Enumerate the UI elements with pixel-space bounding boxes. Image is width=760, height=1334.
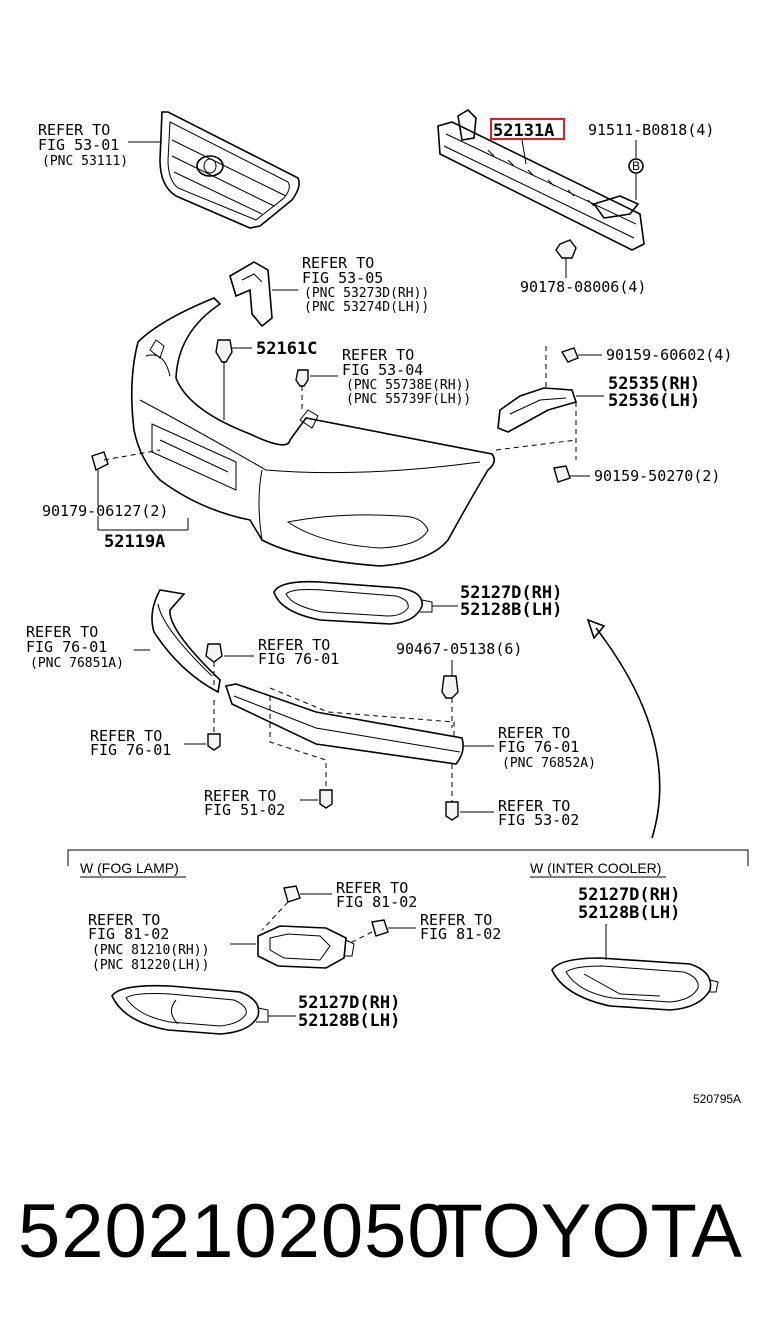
bezel-rh-2-label: 52127D(RH) — [298, 993, 400, 1013]
grille-ref-line3: (PNC 53111) — [42, 154, 128, 169]
support-ref-line4: (PNC 55739F(LH)) — [346, 392, 471, 407]
bracket-ref-line4: (PNC 53274D(LH)) — [304, 300, 429, 315]
screw-icon — [207, 700, 221, 751]
radiator-grille — [159, 111, 300, 229]
section-divider — [67, 849, 749, 866]
clip-05138-label: 90467-05138(6) — [396, 640, 522, 658]
spoiler-left — [151, 589, 221, 694]
grille-ref-line1: REFER TO — [38, 121, 110, 139]
screw-icon — [261, 885, 301, 931]
bracket-ref-line1: REFER TO — [302, 254, 374, 272]
spoiler-ref-r-line2: FIG 76-01 — [498, 738, 579, 756]
ref-5302-line2: FIG 53-02 — [498, 811, 579, 829]
bumper-cover — [130, 297, 496, 567]
clip-icon — [441, 675, 459, 728]
spoiler-ref-r-line1: REFER TO — [498, 724, 570, 742]
grille-ref-line2: FIG 53-01 — [38, 136, 119, 154]
bezel-rh-1-label: 52127D(RH) — [460, 583, 562, 603]
nut-top-label: 90178-08006(4) — [520, 278, 646, 296]
ref-8102-b-line1: REFER TO — [420, 911, 492, 929]
bumper-bracket — [229, 261, 273, 328]
intercooler-cover — [551, 957, 719, 1011]
fog-lamp — [257, 925, 355, 969]
screw-icon — [553, 465, 590, 483]
support-ref-line2: FIG 53-04 — [342, 361, 423, 379]
support-ref-line3: (PNC 55738E(RH)) — [346, 378, 471, 393]
dash-link — [269, 687, 455, 736]
bracket-ref-line3: (PNC 53273D(RH)) — [304, 286, 429, 301]
retainer-lh-label: 52536(LH) — [608, 391, 700, 411]
ref-5102-line1: REFER TO — [204, 787, 276, 805]
spoiler-ref-l-line3: (PNC 76851A) — [30, 656, 124, 671]
clip-icon — [205, 643, 223, 690]
bumper-retainer — [497, 387, 578, 433]
drawing-code: 520795A — [693, 1092, 741, 1106]
fog-ref-line3: (PNC 81210(RH)) — [92, 943, 209, 958]
fog-lamp-cover-upper — [273, 580, 433, 625]
fog-lamp-cover-lower — [111, 984, 269, 1035]
arrow-head — [586, 618, 606, 640]
bracket-ref-line2: FIG 53-05 — [302, 269, 383, 287]
spoiler-ref-l-line1: REFER TO — [26, 623, 98, 641]
ref-8102-a-line1: REFER TO — [336, 879, 408, 897]
clip-c-label: 52161C — [256, 339, 317, 359]
screw-60602-label: 90159-60602(4) — [606, 346, 732, 364]
spoiler-center — [224, 683, 464, 765]
ref-7601-a-line2: FIG 76-01 — [258, 650, 339, 668]
bezel-lh-1-label: 52128B(LH) — [460, 600, 562, 620]
ref-8102-a-line2: FIG 81-02 — [336, 893, 417, 911]
retainer-rh-label: 52535(RH) — [608, 374, 700, 394]
arrow-curve — [595, 627, 661, 839]
nut-icon — [555, 239, 577, 259]
bumper-reinforcement — [437, 108, 645, 251]
ref-8102-b-line2: FIG 81-02 — [420, 925, 501, 943]
clip-06127-label: 90179-06127(2) — [42, 502, 168, 520]
bezel-rh-3-label: 52127D(RH) — [578, 885, 680, 905]
ref-7601-b-line2: FIG 76-01 — [90, 741, 171, 759]
fog-ref-line4: (PNC 81220(LH)) — [92, 958, 209, 973]
ref-7601-a-line1: REFER TO — [258, 636, 330, 654]
screw-50270-label: 90159-50270(2) — [594, 467, 720, 485]
section-fog-label: W (FOG LAMP) — [80, 860, 179, 876]
part-highlight-box — [490, 118, 565, 140]
ref-7601-b-line1: REFER TO — [90, 727, 162, 745]
screw-icon — [319, 789, 333, 809]
part-label-52131a[interactable]: 52131A — [493, 121, 554, 141]
bumper-cover-label: 52119A — [104, 532, 165, 552]
fog-ref-line2: FIG 81-02 — [88, 925, 169, 943]
section-cooler-label: W (INTER COOLER) — [530, 860, 661, 876]
ref-5102-line2: FIG 51-02 — [204, 801, 285, 819]
bezel-lh-2-label: 52128B(LH) — [298, 1011, 400, 1031]
bolt-top-label: 91511-B0818(4) — [588, 121, 714, 139]
screw-icon — [445, 764, 459, 821]
spoiler-ref-l-line2: FIG 76-01 — [26, 638, 107, 656]
support-ref-line1: REFER TO — [342, 346, 414, 364]
bolt-icon: B — [628, 158, 644, 200]
screw-icon — [560, 347, 602, 363]
part-number: 5202102050 — [18, 1189, 451, 1274]
spoiler-ref-r-line3: (PNC 76852A) — [502, 756, 596, 771]
screw-icon — [347, 919, 389, 945]
brand-name: TOYOTA — [436, 1189, 742, 1274]
svg-text:B: B — [632, 159, 640, 173]
support-clip-icon — [295, 369, 309, 412]
ref-5302-line1: REFER TO — [498, 797, 570, 815]
clip-icon — [215, 339, 233, 420]
fog-ref-line1: REFER TO — [88, 911, 160, 929]
dash-link — [269, 696, 327, 788]
clip-square-icon — [91, 451, 109, 472]
bezel-lh-3-label: 52128B(LH) — [578, 903, 680, 923]
